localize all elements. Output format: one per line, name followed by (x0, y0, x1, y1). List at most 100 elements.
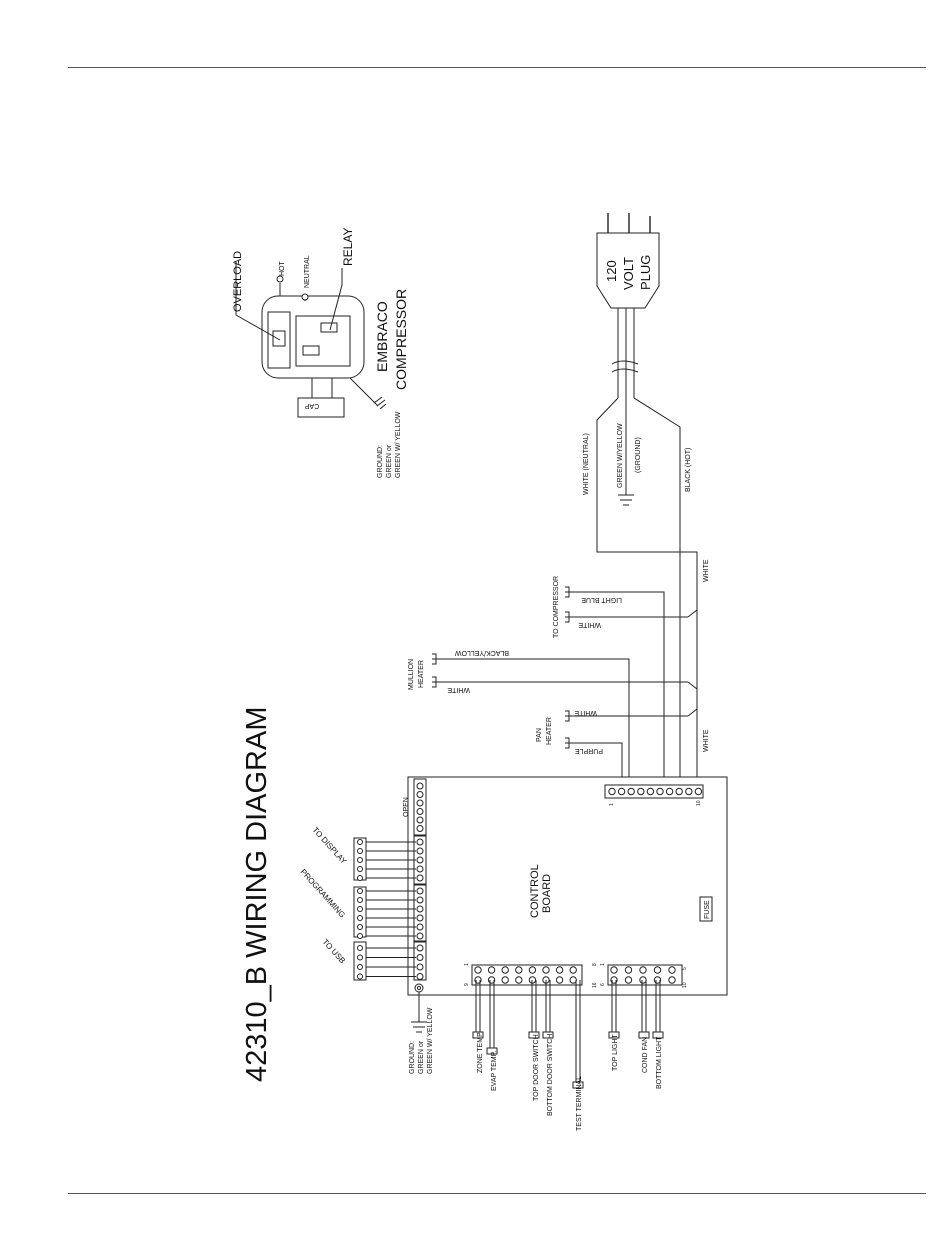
sensor-pin-icon (515, 966, 523, 974)
neutral-label: NEUTRAL (304, 255, 311, 288)
ribbon-pin-icon (357, 973, 363, 980)
sensor-pin-icon (668, 976, 676, 984)
connector-pin-icon (416, 973, 424, 980)
ribbon-pin-icon (357, 945, 363, 951)
sensor-pin-icon (610, 966, 618, 974)
header-pin-icon (627, 787, 635, 796)
sensor-pin-icon (653, 966, 662, 974)
white-upper-label: WHITE (703, 559, 710, 582)
connector-pin-icon (416, 944, 424, 952)
relay-label: RELAY (341, 228, 355, 266)
sensor-pin-icon (555, 966, 564, 974)
hot-terminal-icon (276, 275, 284, 283)
programming-label: PROGRAMMING (299, 867, 347, 919)
comp-ground-3: GREEN W/ YELLOW (395, 411, 402, 478)
plug-volt: VOLT (621, 257, 636, 290)
compressor-name-1: EMBRACO (374, 301, 390, 372)
white-bus-wire (678, 551, 698, 785)
connector-pin-icon (416, 963, 424, 971)
sensor-pin-icon (639, 966, 647, 974)
mullion-white-connector-icon (432, 676, 437, 688)
cord-wires: WHITE (NEUTRAL) GREEN W/YELLOW (GROUND) … (583, 397, 710, 785)
light-blue-connector-icon (565, 586, 570, 598)
sensor-pin-icon (474, 966, 482, 974)
board-label-2: BOARD (541, 874, 553, 913)
connector-pin-icon (416, 808, 424, 815)
sensor-plug-icon (638, 1031, 650, 1039)
overload-contact (272, 330, 286, 347)
ribbon-pin-icon (357, 857, 363, 863)
header-pin-g: 5 (682, 967, 688, 970)
load-wires: TO COMPRESSOR LIGHT BLUE WHITE MULLION H… (408, 576, 698, 785)
header-pin-a: 1 (464, 963, 470, 966)
ribbon-pin-icon (357, 839, 363, 845)
purple-wire (569, 742, 623, 785)
white-neutral-wire (596, 397, 678, 553)
black-yellow-connector-icon (432, 653, 437, 665)
connector-pin-icon (416, 856, 424, 864)
sensor-plug-icon (572, 1081, 584, 1089)
pan-white-connector-icon (565, 710, 570, 722)
sensor-pin-icon (569, 966, 577, 974)
connector-pin-icon (416, 914, 424, 922)
capacitor (297, 397, 345, 418)
cap-label: CAP (304, 402, 319, 409)
cord-break-icon (611, 360, 639, 373)
black-yellow-label: BLACK/YELLOW (455, 649, 509, 656)
green-yellow-label: GREEN W/YELLOW (617, 423, 624, 488)
white-lower-label: WHITE (703, 729, 710, 752)
pan-label-1: PAN (536, 728, 543, 742)
ribbon-pin-icon (357, 964, 363, 970)
connector-pin-icon (416, 847, 424, 855)
board-outline (407, 776, 728, 996)
connector-pin-icon (416, 932, 424, 940)
sensor-plug-icon (542, 1031, 554, 1039)
open-label: OPEN (403, 797, 410, 817)
sensor-pin-icon (528, 966, 537, 974)
connector-pin-icon (416, 896, 424, 904)
ribbon-pin-icon (357, 848, 363, 854)
ribbon-pin-icon (357, 866, 363, 872)
connector-pin-icon (416, 887, 424, 895)
mullion-white-label: WHITE (447, 686, 470, 693)
header-pin-icon (665, 787, 674, 796)
test-terminal-label: TEST TERMINAL (576, 1076, 583, 1131)
overload-leader (235, 262, 281, 341)
pin-10-label: 10 (696, 800, 702, 806)
hot-label: HOT (279, 261, 286, 277)
header-pin-e: 1 (600, 963, 606, 966)
connector-pin-icon (416, 816, 424, 824)
connector-pin-icon (416, 923, 424, 931)
compressor-name-2: COMPRESSOR (393, 289, 409, 390)
to-usb-label: TO USB (321, 937, 348, 965)
bottom-door-switch-label: BOTTOM DOOR SWITCH (547, 1034, 554, 1116)
header-pin-f: 6 (600, 983, 606, 986)
header-pin-b: 9 (464, 983, 470, 986)
board-ground-3: GREEN W/ YELLOW (427, 1007, 434, 1074)
sensor-pin-icon (668, 966, 676, 974)
light-blue-label: LIGHT BLUE (581, 596, 622, 603)
ribbon-pin-icon (357, 924, 363, 930)
sensor-plug-icon (528, 1031, 540, 1039)
ribbon-pin-icon (357, 888, 363, 894)
page-title: 42310_B WIRING DIAGRAM (241, 707, 273, 1083)
relay-contact-b (302, 345, 320, 356)
sensor-plug-icon (472, 1031, 484, 1039)
board-ground-2: GREEN or (418, 1040, 425, 1074)
connector-pin-icon (416, 838, 424, 846)
sensor-pin-icon (624, 966, 633, 974)
sensor-pin-icon (542, 966, 550, 974)
header-pin-icon (656, 787, 664, 796)
ribbon-pin-icon (357, 897, 363, 903)
ribbon-pin-icon (357, 906, 363, 912)
black-hot-label: BLACK (HOT) (685, 448, 692, 492)
pin-1-label: 1 (609, 803, 615, 806)
light-blue-wire (569, 591, 665, 785)
ground-label: (GROUND) (635, 437, 642, 473)
header-pin-icon (685, 787, 693, 796)
to-display-label: TO DISPLAY (311, 825, 349, 866)
neutral-terminal-icon (301, 293, 309, 301)
connector-pin-icon (416, 865, 424, 873)
sensor-pin-icon (624, 976, 633, 984)
